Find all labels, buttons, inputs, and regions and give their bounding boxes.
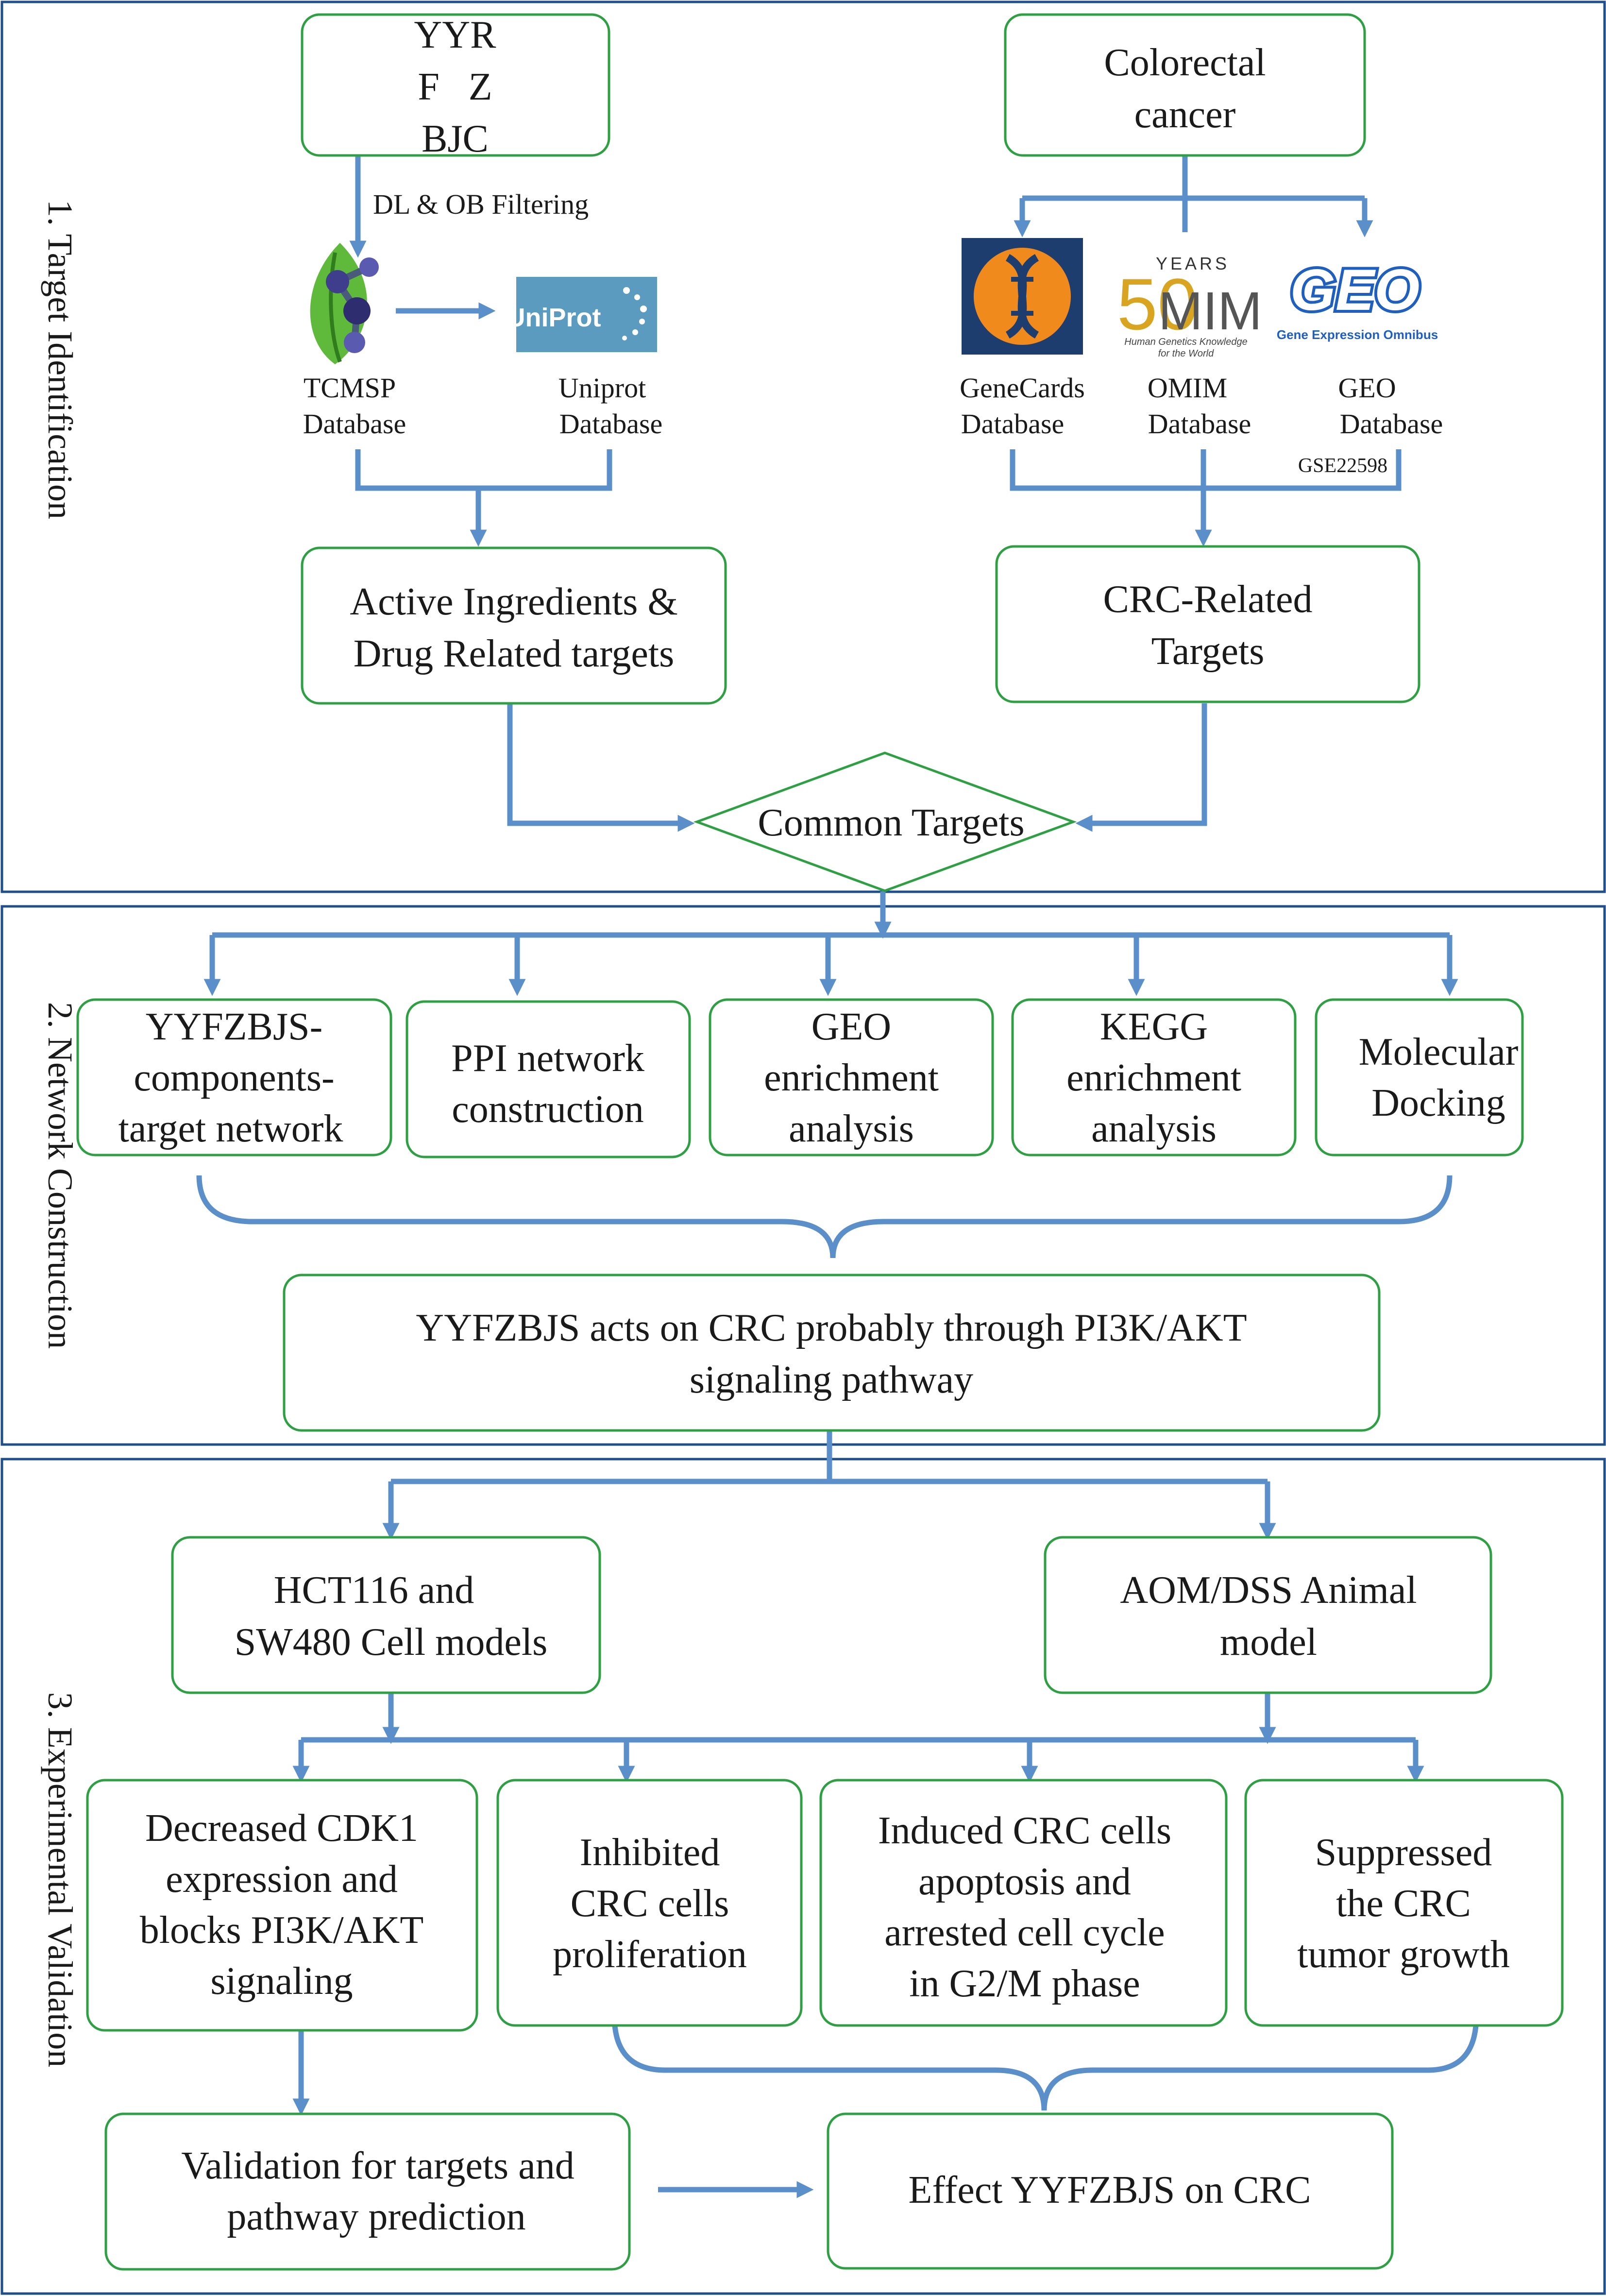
herb-fz: F Z (418, 66, 492, 108)
analysis-ppi-line-1: PPI network (451, 1037, 644, 1080)
finding-apoptosis-line-2: apoptosis and (918, 1860, 1131, 1903)
analysis-box-geo: GEO enrichment analysis (709, 998, 994, 1157)
cell-model-line-2: SW480 Cell models (235, 1621, 547, 1664)
analysis-network-line-3: target network (118, 1107, 343, 1150)
finding-box-proliferation: Inhibited CRC cells proliferation (496, 1779, 803, 2027)
omim-logo-years: YEARS (1156, 254, 1230, 273)
tcmsp-label-1: TCMSP (304, 372, 396, 404)
analysis-box-docking: Molecular Docking (1315, 998, 1524, 1157)
filter-label: DL & OB Filtering (373, 188, 589, 220)
finding-cdk1-line-1: Decreased CDK1 (145, 1807, 418, 1850)
effect-box: Effect YYFZBJS on CRC (827, 2112, 1394, 2270)
animal-model-line-2: model (1220, 1621, 1317, 1664)
animal-model-line-1: AOM/DSS Animal (1120, 1569, 1417, 1612)
genecards-label-1: GeneCards (960, 372, 1085, 404)
analysis-docking-line-2: Docking (1371, 1082, 1505, 1124)
omim-logo-tagline-2: for the World (1158, 348, 1214, 359)
omim-label-1: OMIM (1148, 372, 1227, 404)
geo-logo: GEO Gene Expression Omnibus (1277, 255, 1438, 342)
tcmsp-logo (310, 243, 379, 364)
conclusion-line-1: YYFZBJS acts on CRC probably through PI3… (416, 1307, 1247, 1349)
section-label-network-construction: 2. Network Construction (41, 1002, 80, 1349)
genecards-logo (962, 238, 1083, 355)
finding-apoptosis-line-1: Induced CRC cells (878, 1809, 1171, 1852)
validation-line-2: pathway prediction (227, 2195, 525, 2238)
cell-model-line-1: HCT116 and (274, 1569, 474, 1612)
tcmsp-label-2: Database (303, 408, 406, 440)
uniprot-label-2: Database (559, 408, 663, 440)
analysis-geo-line-3: analysis (789, 1107, 914, 1150)
active-ingredients-box: Active Ingredients & Drug Related target… (301, 546, 727, 705)
analysis-kegg-line-2: enrichment (1066, 1056, 1241, 1099)
geo-label-1: GEO (1338, 372, 1396, 404)
common-targets-label: Common Targets (758, 801, 1024, 844)
validation-line-1: Validation for targets and (181, 2144, 574, 2187)
omim-logo: YEARS 50 MIM Human Genetics Knowledge fo… (1117, 254, 1262, 359)
omim-logo-word: MIM (1158, 281, 1262, 341)
analysis-box-network: YYFZBJS- components- target network (76, 998, 392, 1157)
finding-box-tumor: Suppressed the CRC tumor growth (1244, 1779, 1564, 2027)
panel-network-construction (0, 905, 1606, 1446)
finding-proliferation-line-2: CRC cells (571, 1882, 729, 1925)
finding-tumor-line-1: Suppressed (1315, 1831, 1492, 1874)
analysis-box-kegg: KEGG enrichment analysis (1011, 998, 1297, 1157)
analysis-ppi-line-2: construction (452, 1088, 643, 1131)
omim-logo-number: 50 (1117, 263, 1198, 345)
herbs-box: YYR F Z BJC (301, 13, 610, 160)
animal-model-box: AOM/DSS Animal model (1044, 1536, 1492, 1694)
genecards-label-2: Database (961, 408, 1065, 440)
geo-logo-tagline: Gene Expression Omnibus (1277, 327, 1438, 342)
disease-line-2: cancer (1134, 93, 1236, 136)
disease-box: Colorectal cancer (1004, 13, 1366, 157)
geo-dataset-label: GSE22598 (1298, 455, 1387, 477)
geo-label-2: Database (1340, 408, 1443, 440)
finding-proliferation-line-3: proliferation (553, 1933, 747, 1976)
conclusion-line-2: signaling pathway (690, 1359, 973, 1401)
crc-targets-line-2: Targets (1151, 630, 1265, 673)
geo-logo-mark: GEO (1290, 257, 1420, 323)
active-ingredients-line-1: Active Ingredients & (350, 580, 677, 623)
finding-cdk1-line-2: expression and (166, 1858, 398, 1901)
analysis-geo-line-2: enrichment (764, 1056, 939, 1099)
finding-box-apoptosis: Induced CRC cells apoptosis and arrested… (819, 1779, 1228, 2027)
crc-targets-line-1: CRC-Related (1103, 578, 1312, 621)
analysis-network-line-1: YYFZBJS- (146, 1005, 323, 1048)
finding-apoptosis-line-4: in G2/M phase (909, 1962, 1140, 2005)
omim-logo-tagline-1: Human Genetics Knowledge (1124, 337, 1247, 347)
finding-cdk1-line-4: signaling (210, 1960, 353, 2003)
uniprot-label-1: Uniprot (558, 372, 646, 404)
analysis-kegg-line-1: KEGG (1100, 1005, 1208, 1048)
finding-apoptosis-line-3: arrested cell cycle (884, 1911, 1165, 1954)
analysis-geo-line-1: GEO (811, 1005, 891, 1048)
disease-line-1: Colorectal (1104, 41, 1266, 84)
validation-box: Validation for targets and pathway predi… (104, 2112, 631, 2271)
cell-model-box: HCT116 and SW480 Cell models (171, 1536, 601, 1694)
herb-bjc: BJC (422, 118, 489, 160)
active-ingredients-line-2: Drug Related targets (354, 632, 675, 675)
section-label-experimental-validation: 3. Experimental Validation (41, 1692, 80, 2068)
finding-tumor-line-3: tumor growth (1297, 1933, 1510, 1976)
conclusion-box: YYFZBJS acts on CRC probably through PI3… (283, 1274, 1381, 1432)
analysis-network-line-2: components- (134, 1056, 334, 1099)
finding-tumor-line-2: the CRC (1336, 1882, 1471, 1925)
effect-label: Effect YYFZBJS on CRC (909, 2169, 1311, 2211)
section-label-target-identification: 1. Target Identification (41, 200, 80, 519)
herb-yyr: YYR (414, 14, 497, 56)
uniprot-logo: UniProt (507, 277, 657, 352)
crc-targets-box: CRC-Related Targets (995, 545, 1420, 703)
uniprot-logo-text: UniProt (507, 303, 601, 332)
analysis-box-ppi: PPI network construction (406, 1000, 691, 1158)
analysis-kegg-line-3: analysis (1091, 1107, 1217, 1150)
finding-proliferation-line-1: Inhibited (580, 1831, 720, 1874)
common-targets-diamond: Common Targets (693, 751, 1077, 892)
panel-target-identification (0, 0, 1606, 893)
finding-cdk1-line-3: blocks PI3K/AKT (140, 1909, 423, 1952)
finding-box-cdk1: Decreased CDK1 expression and blocks PI3… (86, 1779, 478, 2032)
analysis-docking-line-1: Molecular (1359, 1031, 1519, 1073)
panel-experimental-validation (0, 1458, 1606, 2295)
omim-label-2: Database (1148, 408, 1251, 440)
